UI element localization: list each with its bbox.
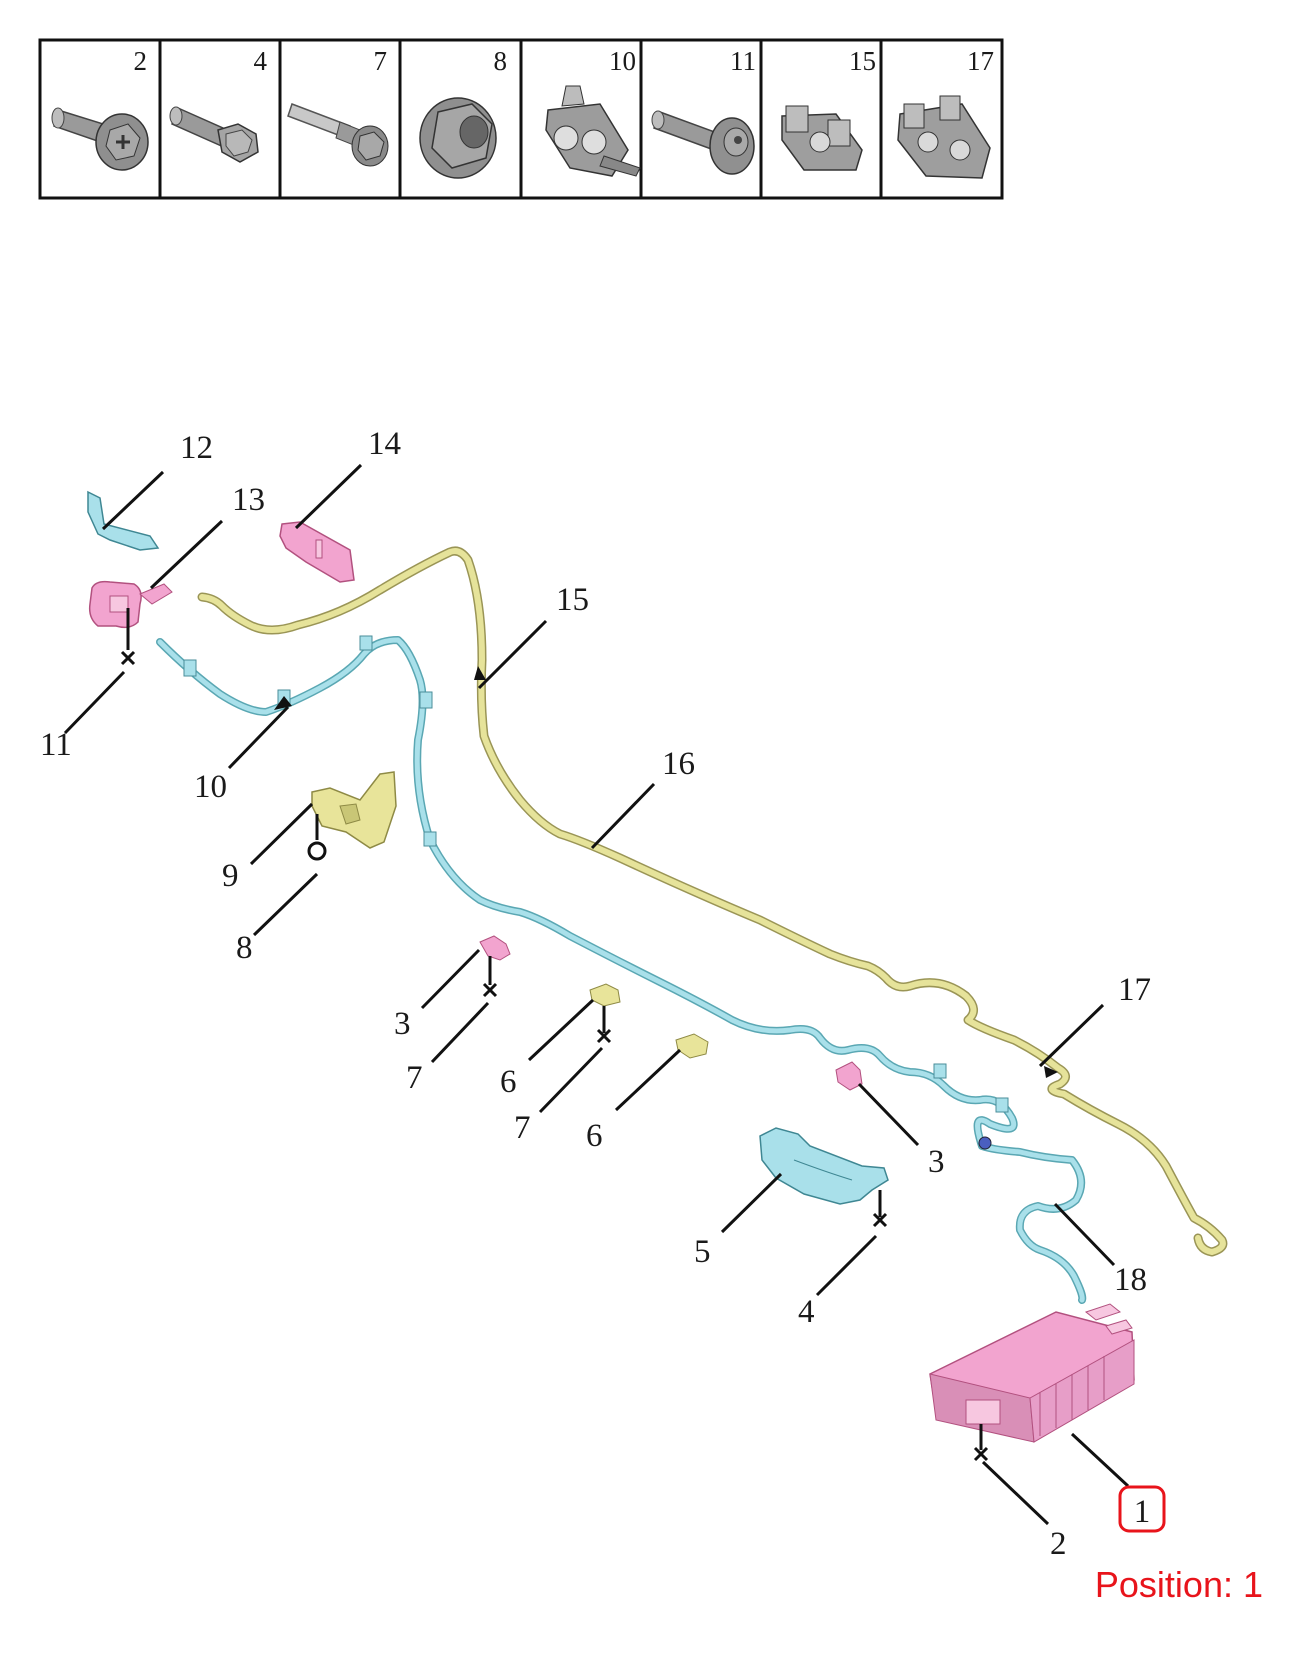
fuel-vapour-line-16 [197,546,1228,1257]
callout-label: 6 [586,1118,603,1154]
double-clip-icon [781,105,863,171]
callout-label: 7 [514,1110,531,1146]
clip-part-3a [479,935,511,961]
table-cell-number: 7 [374,46,388,76]
callout-label: 3 [928,1144,945,1180]
fuel-vapour-line-18 [156,635,1087,1304]
callout-label: 15 [556,582,589,618]
carbon-canister-part-1 [929,1303,1135,1443]
callout-label: 1 [1134,1494,1151,1530]
clip-part-6b [675,1033,709,1059]
long-bolt-icon [287,103,389,167]
triple-clip-icon [897,95,991,179]
position-label: Position: 1 [1095,1564,1263,1605]
flange-bolt-icon [51,107,149,171]
callout-label: 11 [40,727,72,763]
bracket-part-14 [279,521,355,583]
callout-label: 7 [406,1060,423,1096]
table-cell-number: 8 [494,46,508,76]
callout-label: 3 [394,1006,411,1042]
valve-part-13 [88,580,173,629]
table-cell-number: 2 [134,46,148,76]
callout-label: 14 [368,426,401,462]
callout-label: 13 [232,482,265,518]
callout-label: 8 [236,930,253,966]
arrow-marker-17 [1044,1066,1058,1078]
callout-label: 16 [662,746,695,782]
bracket-part-9 [311,771,397,849]
fastener-marks [120,650,989,1462]
clip-part-6a [589,983,621,1007]
flange-nut-icon [419,97,497,179]
hex-bolt-icon [169,106,259,163]
callout-label: 18 [1114,1262,1147,1298]
table-cell-number: 10 [609,46,636,76]
arrow-marker-15 [474,666,486,680]
table-cell-number: 11 [730,46,756,76]
leader-lines [63,463,1130,1526]
pipe-clip-icon [545,85,641,177]
callout-label: 6 [500,1064,517,1100]
highlighted-callout-1[interactable]: 1 [1118,1485,1166,1533]
callout-label: 2 [1050,1526,1067,1562]
table-cell-number: 15 [849,46,876,76]
bracket-part-12 [87,490,160,551]
arrow-marker-10 [274,696,292,710]
callout-label: 12 [180,430,213,466]
table-cell-number: 4 [254,46,268,76]
torx-bolt-icon [651,110,755,175]
clip-part-3b [835,1061,863,1091]
callout-label: 4 [798,1294,815,1330]
parts-table: 2 4 7 8 10 11 15 17 [38,38,1004,200]
shield-part-5 [759,1127,889,1205]
callout-label: 5 [694,1234,711,1270]
table-cell-number: 17 [967,46,994,76]
callout-label: 9 [222,858,239,894]
callout-label: 10 [194,769,227,805]
callout-label: 17 [1118,972,1151,1008]
nut-circle-mark [307,841,327,861]
